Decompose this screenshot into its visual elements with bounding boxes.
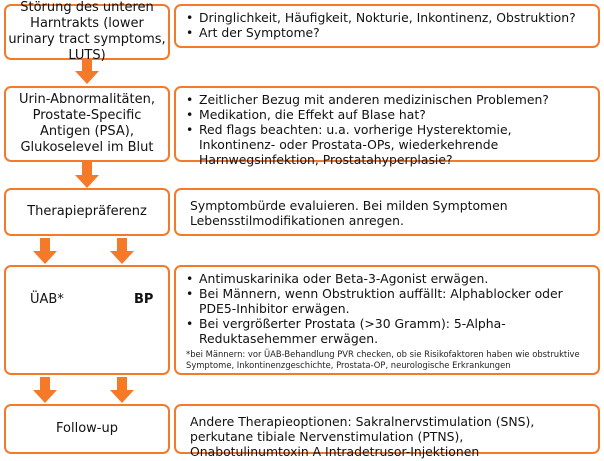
- step-luts-details: Dringlichkeit, Häufigkeit, Nokturie, Ink…: [174, 4, 600, 48]
- step-follow-up-label: Follow-up: [56, 421, 118, 436]
- bullet: Bei vergrößerter Prostata (>30 Gramm): 5…: [186, 316, 590, 346]
- step-therapy-preference-box: Therapiepräferenz: [4, 188, 170, 236]
- step-diagnostics-box: Urin-Abnormalitäten, Prostate-Specific A…: [4, 86, 170, 162]
- arrow-down-2: [75, 162, 99, 188]
- step-diagnostics-details: Zeitlicher Bezug mit anderen medizinisch…: [174, 86, 600, 167]
- bullet: Medikation, die Effekt auf Blase hat?: [186, 107, 590, 122]
- step-follow-up-details: Andere Therapieoptionen: Sakralnervstimu…: [174, 404, 600, 459]
- step-diagnostics-label: Urin-Abnormalitäten, Prostate-Specific A…: [19, 92, 155, 155]
- step-therapy-preference-label: Therapiepräferenz: [27, 204, 147, 219]
- step-treatment-box: ÜAB* BP: [4, 265, 170, 375]
- treatment-footnote: *bei Männern: vor ÜAB-Behandlung PVR che…: [186, 349, 580, 370]
- arrow-down-3b: [110, 238, 134, 264]
- therapy-preference-text: Symptombürde evaluieren. Bei milden Symp…: [190, 198, 508, 228]
- step-luts-label: Störung des unteren Harntrakts (lower ur…: [8, 0, 166, 63]
- step-follow-up-box: Follow-up: [4, 404, 170, 454]
- follow-up-text: Andere Therapieoptionen: Sakralnervstimu…: [190, 414, 535, 459]
- bullet: Art der Symptome?: [186, 25, 590, 40]
- arrow-down-4a: [33, 377, 57, 403]
- arrow-down-3a: [33, 238, 57, 264]
- label-uab: ÜAB*: [30, 292, 64, 307]
- step-therapy-preference-details: Symptombürde evaluieren. Bei milden Symp…: [174, 188, 600, 236]
- step-luts-box: Störung des unteren Harntrakts (lower ur…: [4, 0, 170, 63]
- bullet: Zeitlicher Bezug mit anderen medizinisch…: [186, 92, 590, 107]
- arrow-down-4b: [110, 377, 134, 403]
- bullet: Dringlichkeit, Häufigkeit, Nokturie, Ink…: [186, 10, 590, 25]
- bullet: Antimuskarinika oder Beta-3-Agonist erwä…: [186, 271, 590, 286]
- bullet: Red flags beachten: u.a. vorherige Hyste…: [186, 122, 590, 167]
- bullet: Bei Männern, wenn Obstruktion auffällt: …: [186, 286, 590, 316]
- step-treatment-details: Antimuskarinika oder Beta-3-Agonist erwä…: [174, 265, 600, 375]
- label-bp: BP: [134, 292, 154, 307]
